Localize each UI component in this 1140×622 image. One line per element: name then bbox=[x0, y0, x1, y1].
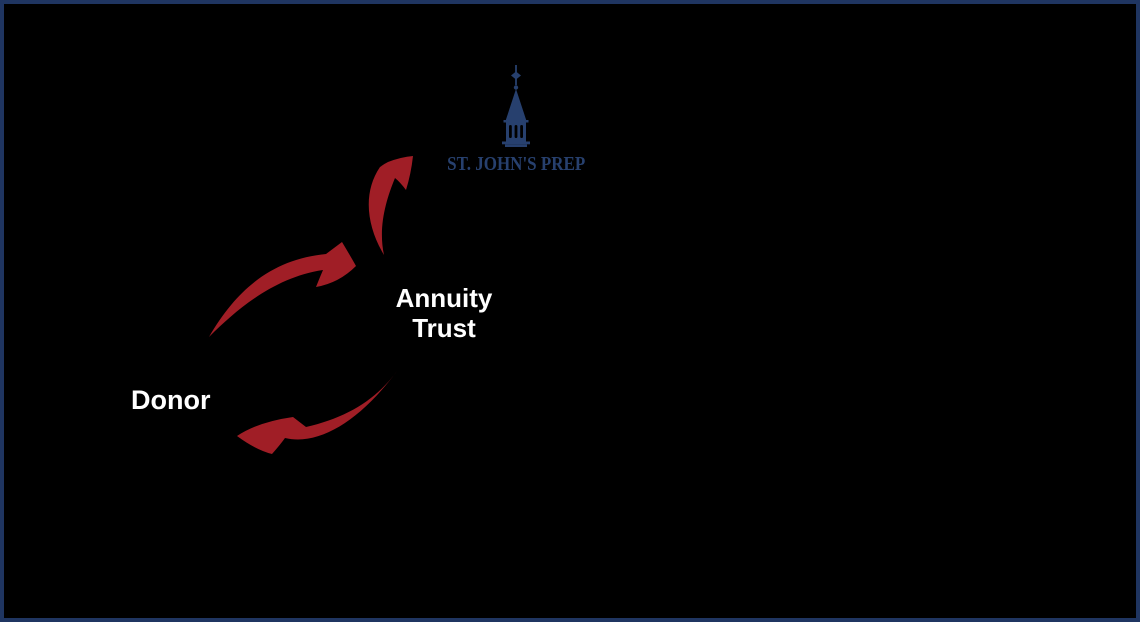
arrow-layer bbox=[209, 156, 413, 454]
arrow-trust-to-donor-icon bbox=[237, 371, 397, 454]
arrow-donor-to-trust-icon bbox=[209, 242, 356, 337]
arrow-trust-to-charity-icon bbox=[368, 156, 413, 255]
charity-logo: ST. JOHN'S PREP bbox=[436, 64, 596, 176]
annuity-trust-label-line2: Trust bbox=[412, 313, 476, 343]
annuity-trust-label-line1: Annuity bbox=[395, 283, 493, 313]
annuity-trust-node: Annuity Trust bbox=[368, 283, 520, 343]
donor-node: Donor bbox=[131, 385, 211, 415]
steeple-icon bbox=[502, 65, 530, 147]
charity-logo-wordmark: ST. JOHN'S PREP bbox=[446, 153, 586, 175]
